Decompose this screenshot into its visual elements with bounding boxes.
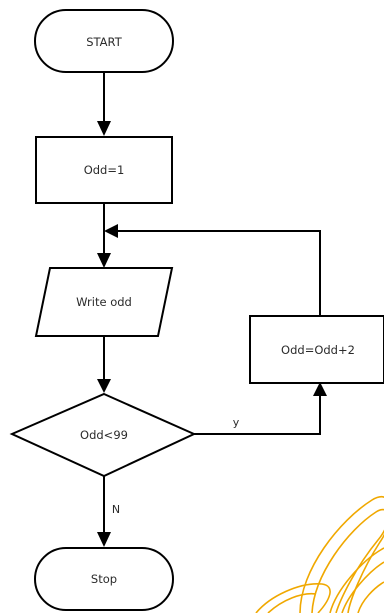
output-label: Write odd xyxy=(76,295,132,309)
arrowhead-decision xyxy=(97,379,111,393)
arrowhead-stop xyxy=(97,532,111,547)
edge-loop-back xyxy=(114,230,321,316)
arrowhead-increment xyxy=(313,382,327,396)
increment-process-box xyxy=(249,315,384,384)
output-parallelogram xyxy=(34,267,174,337)
decision-label: Odd<99 xyxy=(80,428,128,442)
arrowhead-output xyxy=(97,253,111,268)
init-process-box xyxy=(35,136,173,204)
no-edge-label: N xyxy=(112,503,120,516)
stop-terminator xyxy=(34,547,174,611)
yes-edge-label: y xyxy=(233,416,240,429)
decision-diamond xyxy=(9,392,197,478)
increment-label: Odd=Odd+2 xyxy=(281,343,355,357)
stop-label: Stop xyxy=(91,572,117,586)
init-label: Odd=1 xyxy=(84,163,125,177)
arrowhead-loop xyxy=(104,224,118,238)
edge-decision-yes xyxy=(194,395,321,435)
arrowhead-init xyxy=(97,121,111,136)
start-terminator xyxy=(34,9,174,73)
watermark-decoration xyxy=(255,496,384,613)
start-label: START xyxy=(86,35,122,49)
